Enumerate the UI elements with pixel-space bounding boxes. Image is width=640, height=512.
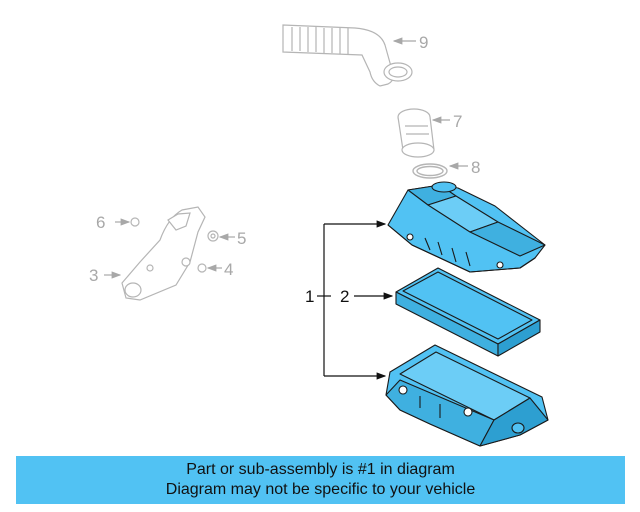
callout-1-leaders xyxy=(317,220,387,380)
callout-1: 1 xyxy=(305,287,314,306)
banner-line-1: Part or sub-assembly is #1 in diagram xyxy=(186,461,455,478)
banner-line-2: Diagram may not be specific to your vehi… xyxy=(165,481,476,498)
callout-3: 3 xyxy=(89,266,98,285)
callout-6: 6 xyxy=(96,213,105,232)
part-air-cleaner-housing xyxy=(385,344,549,447)
part-9-intake-duct xyxy=(282,24,413,87)
callout-8: 8 xyxy=(471,158,480,177)
part-6-fastener xyxy=(130,217,140,227)
part-5-clip xyxy=(207,230,219,242)
parts-diagram: 9 7 8 3 6 5 4 xyxy=(89,24,549,447)
part-8-seal-ring xyxy=(412,163,448,179)
part-4-nut xyxy=(197,263,207,273)
callout-4: 4 xyxy=(224,260,233,279)
callout-7: 7 xyxy=(453,112,462,131)
callout-9: 9 xyxy=(419,33,428,52)
part-7-coupler xyxy=(397,108,435,158)
part-2-filter-element xyxy=(395,267,541,357)
part-3-bracket xyxy=(121,206,206,301)
part-air-cleaner-cover xyxy=(387,181,546,273)
callout-2: 2 xyxy=(340,287,349,306)
info-banner: Part or sub-assembly is #1 in diagram Di… xyxy=(16,456,625,504)
callout-5: 5 xyxy=(237,229,246,248)
